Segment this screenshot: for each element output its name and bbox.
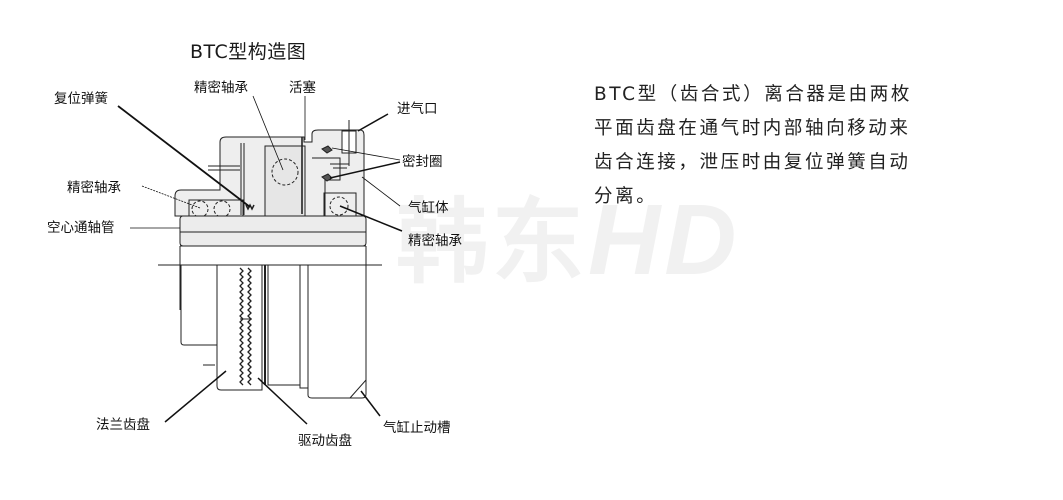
- piston-block: [264, 145, 306, 217]
- leader-bearing-left: [141, 185, 201, 209]
- leader-reset-spring: [117, 105, 251, 208]
- leader-seal-lower: [329, 161, 401, 179]
- label-hollow-shaft: 空心通轴管: [47, 220, 115, 236]
- watermark-text: 韩东: [396, 189, 589, 296]
- seal-upper: [321, 145, 333, 154]
- description-line: 分离。: [594, 186, 658, 207]
- label-cylinder-body: 气缸体: [408, 200, 449, 216]
- description-line: 平面齿盘在通气时内部轴向移动来: [594, 118, 911, 139]
- leader-drive-disc: [257, 377, 308, 425]
- flange-disc-body: [180, 265, 217, 346]
- diagram-title: BTC型构造图: [190, 41, 307, 63]
- leader-cylinder-body: [361, 176, 401, 207]
- leader-flange-disc: [164, 370, 227, 423]
- label-cylinder-stop-groove: 气缸止动槽: [383, 420, 451, 436]
- label-precision-bearing-left: 精密轴承: [67, 180, 121, 196]
- leader-stop-groove: [360, 390, 381, 417]
- watermark-logo: HD: [588, 184, 741, 296]
- bearing-top: [271, 158, 299, 186]
- tooth-disc-interface: [239, 267, 244, 386]
- reset-spring: [245, 203, 255, 211]
- description: BTC型（齿合式）离合器是由两枚 平面齿盘在通气时内部轴向移动来 齿合连接，泄压…: [594, 78, 934, 214]
- label-flange-tooth-disc: 法兰齿盘: [96, 417, 150, 433]
- label-air-inlet: 进气口: [397, 101, 438, 117]
- cylinder-stop-groove: [307, 265, 367, 399]
- label-reset-spring: 复位弹簧: [54, 91, 108, 107]
- hollow-shaft: [179, 215, 367, 247]
- leader-bearing-right: [339, 205, 403, 232]
- cylinder-body: [312, 157, 341, 216]
- label-piston: 活塞: [289, 80, 316, 96]
- label-precision-bearing-right: 精密轴承: [408, 233, 462, 249]
- label-drive-tooth-disc: 驱动齿盘: [298, 433, 352, 449]
- bearing-right: [329, 196, 349, 216]
- description-line: BTC型（齿合式）离合器是由两枚: [594, 84, 912, 105]
- label-precision-bearing-top: 精密轴承: [194, 80, 248, 96]
- leader-bearing-top: [252, 95, 284, 171]
- description-line: 齿合连接，泄压时由复位弹簧自动: [594, 152, 911, 173]
- label-seal-ring: 密封圈: [402, 154, 443, 170]
- leader-air-inlet: [357, 113, 389, 132]
- leader-seal-upper: [331, 147, 401, 161]
- watermark: 韩东HD: [396, 168, 740, 301]
